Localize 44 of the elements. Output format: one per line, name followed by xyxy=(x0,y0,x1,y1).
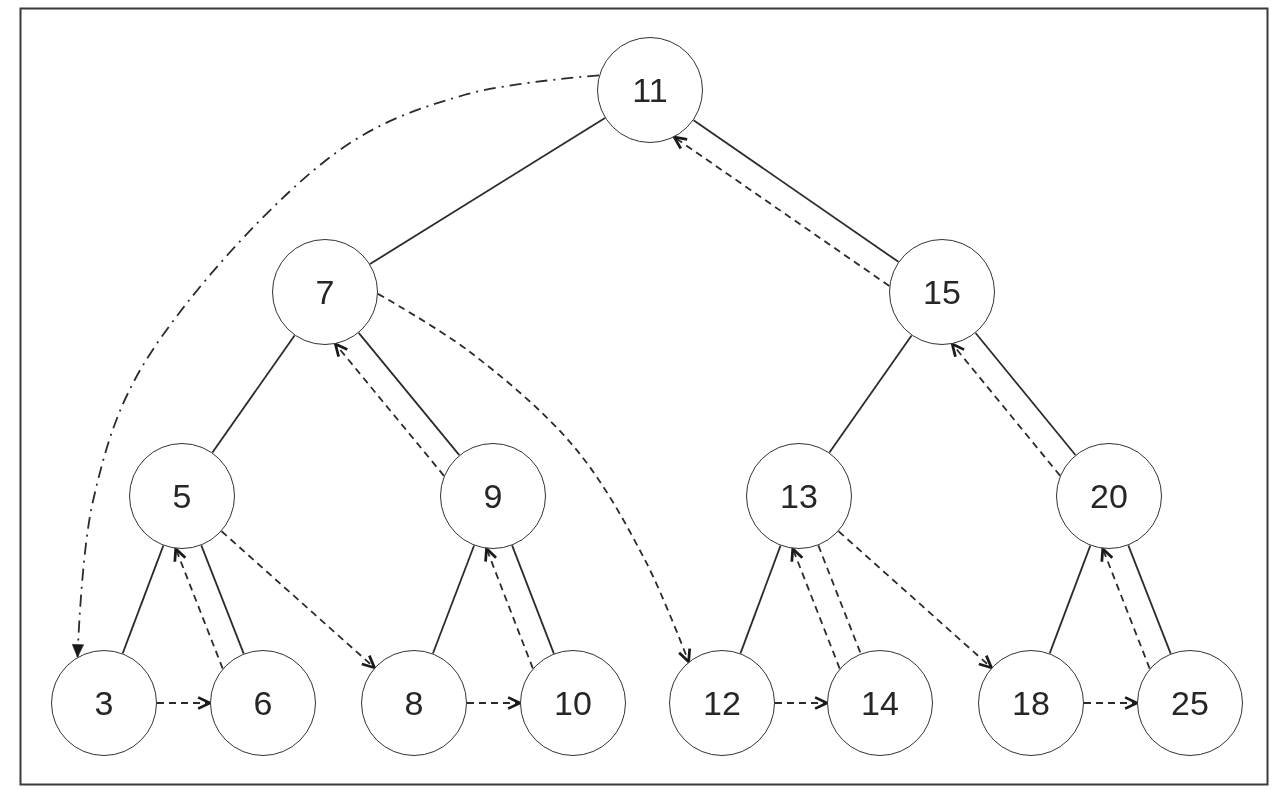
node-value: 10 xyxy=(554,686,592,720)
dashed-arrow xyxy=(774,696,829,710)
tree-edge-line xyxy=(211,334,296,454)
dashed-arrow xyxy=(334,342,445,477)
tree-edge-line xyxy=(828,334,913,454)
node-value: 8 xyxy=(404,686,424,720)
node-value: 11 xyxy=(632,73,668,107)
dashed-arrow xyxy=(837,530,993,670)
dashed-arrow xyxy=(377,292,691,664)
node-value: 25 xyxy=(1171,686,1209,720)
tree-edge-line xyxy=(121,544,165,655)
dashed-arrow xyxy=(672,135,891,287)
node-value: 3 xyxy=(94,686,114,720)
tree-edge-line xyxy=(200,544,245,655)
node-value: 7 xyxy=(315,275,335,309)
dashed-arrow xyxy=(950,342,1061,477)
tree-edge-line xyxy=(511,544,555,655)
node-value: 15 xyxy=(923,275,961,309)
node-value: 6 xyxy=(253,686,273,720)
node-value: 12 xyxy=(703,686,741,720)
tree-edge-line xyxy=(974,332,1077,456)
dashed-arrow xyxy=(220,530,376,670)
dashed-arrow xyxy=(466,696,522,710)
dashed-arrow xyxy=(156,696,212,710)
node-value: 20 xyxy=(1090,479,1128,513)
tree-edge-line xyxy=(1127,544,1172,655)
node-value: 5 xyxy=(172,479,192,513)
dashed-arrow xyxy=(1100,547,1151,670)
dashed-arrow xyxy=(790,547,841,670)
dashed-tree-edge xyxy=(817,544,862,655)
dashed-arrow xyxy=(72,74,600,658)
tree-edge-line xyxy=(369,117,606,265)
dashed-arrow xyxy=(1083,696,1139,710)
dashed-arrow xyxy=(173,547,224,670)
tree-edge-line xyxy=(357,332,461,456)
tree-edge-line xyxy=(692,119,900,263)
node-value: 13 xyxy=(780,479,818,513)
tree-edge-line xyxy=(739,544,782,655)
tree-edge-line xyxy=(1048,544,1092,655)
node-value: 14 xyxy=(861,686,899,720)
node-value: 18 xyxy=(1012,686,1050,720)
tree-edge-line xyxy=(432,544,475,655)
node-value: 9 xyxy=(483,479,503,513)
dashed-arrow xyxy=(484,547,534,670)
